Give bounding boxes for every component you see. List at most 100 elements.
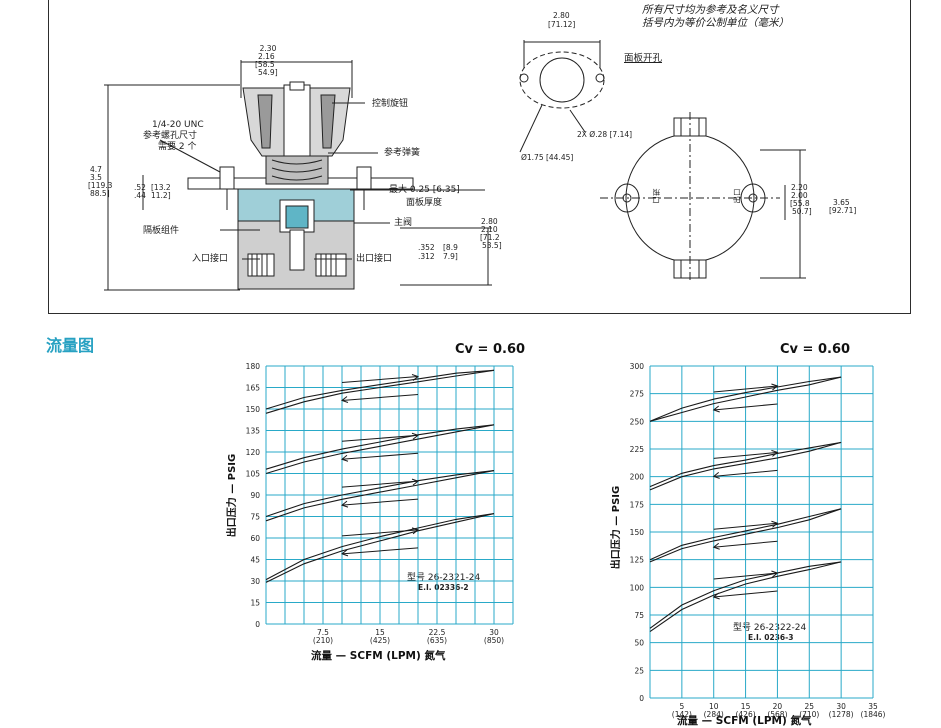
- left-ytick-label: 30: [250, 577, 260, 586]
- left-down-arrow: [340, 498, 419, 508]
- left-series-line: [265, 470, 495, 522]
- right-series-line: [649, 441, 842, 491]
- left-up-arrow: [341, 478, 420, 488]
- right-up-arrow: [713, 520, 779, 530]
- cutout-holes: 2X Ø.28 [7.14]: [577, 130, 633, 139]
- right-ytick-label: 250: [630, 417, 645, 426]
- port-dim-c: [8.9: [443, 243, 458, 252]
- right-down-arrow: [712, 540, 778, 550]
- left-xtick-metric: (850): [484, 636, 504, 645]
- port-dim-d: 7.9]: [443, 252, 458, 261]
- port-dim-b: .312: [418, 252, 435, 261]
- callout-main-valve: 主阀: [394, 218, 413, 228]
- panel-dim-a: .52: [134, 183, 146, 192]
- right-ytick-label: 175: [630, 500, 645, 509]
- right-chart-cv: Cv = 0.60: [780, 342, 851, 357]
- note-line-1: 所有尺寸均为参考及名义尺寸: [642, 4, 779, 16]
- left-down-arrow: [340, 394, 419, 403]
- right-series-line: [649, 376, 842, 422]
- left-chart-model: 型号 26-2321-24: [407, 573, 481, 583]
- panel-cutout-drawing: [519, 40, 806, 282]
- panel-dim-c: [13.2: [151, 183, 171, 192]
- left-xtick-metric: (210): [313, 636, 333, 645]
- right-ytick-label: 75: [634, 611, 644, 620]
- right-xtick-metric: (568): [767, 710, 787, 719]
- right-xtick-metric: (142): [672, 710, 692, 719]
- panel-cutout-title: 面板开孔: [624, 53, 663, 64]
- right-ytick-label: 125: [630, 556, 645, 565]
- right-chart-xlabel: 流量 — SCFM (LPM) 氮气: [677, 715, 812, 727]
- thread-note-3: 需要 2 个: [158, 142, 197, 152]
- left-series-line: [265, 369, 495, 410]
- right-series-line: [649, 508, 842, 561]
- right-ytick-label: 275: [630, 390, 645, 399]
- left-ytick-label: 60: [250, 534, 260, 543]
- section-title: 流量图: [46, 336, 95, 355]
- top-dim-d: 54.9]: [258, 68, 278, 77]
- left-xtick-metric: (635): [427, 636, 447, 645]
- left-dim-a: 4.7: [90, 165, 102, 174]
- right-xtick-metric: (1846): [861, 710, 886, 719]
- front-h-a: 2.20: [791, 183, 808, 192]
- right-down-arrow: [712, 469, 778, 479]
- front-total-b: [92.71]: [829, 206, 857, 215]
- front-total-a: 3.65: [833, 198, 850, 207]
- right-down-arrow: [712, 403, 778, 413]
- right-ytick-label: 225: [630, 445, 645, 454]
- left-ytick-label: 105: [246, 470, 261, 479]
- thread-note-1: 1/4-20 UNC: [152, 120, 204, 130]
- left-series-line: [265, 424, 495, 470]
- right-ytick-label: 25: [634, 666, 644, 675]
- left-chart-xlabel: 流量 — SCFM (LPM) 氮气: [311, 650, 446, 662]
- front-h-d: 50.7]: [792, 207, 812, 216]
- cutout-diameter: Ø1.75 [44.45]: [521, 153, 574, 162]
- left-flow-chart: 01530456075901051201351501651807.5(210)1…: [246, 362, 514, 645]
- callout-knob: 控制旋钮: [372, 99, 409, 109]
- right-flow-chart: 02550751001251501752002252502753005(142)…: [630, 362, 886, 719]
- left-up-arrow: [341, 374, 420, 383]
- callout-inlet: 入口接口: [192, 254, 229, 264]
- left-dim-c: [119.3: [88, 181, 113, 190]
- left-series-line: [265, 470, 495, 518]
- right-ytick-label: 0: [639, 694, 644, 703]
- left-ytick-label: 165: [246, 384, 261, 393]
- front-inlet-label: 进口: [651, 188, 661, 204]
- top-dim-b: 2.16: [258, 52, 275, 61]
- drawing-frame: [48, 0, 911, 314]
- left-ytick-label: 75: [250, 513, 260, 522]
- left-ytick-label: 150: [246, 405, 261, 414]
- right-series-line: [649, 441, 842, 488]
- right-ytick-label: 100: [630, 583, 645, 592]
- right-xtick-metric: (1278): [829, 710, 854, 719]
- cutout-width-b: [71.12]: [548, 20, 576, 29]
- right-up-arrow: [713, 449, 779, 459]
- top-dim-a: 2.30: [259, 44, 277, 53]
- left-ytick-label: 15: [250, 599, 260, 608]
- cutout-width-a: 2.80: [553, 11, 570, 20]
- left-dim-d: 88.5]: [90, 189, 110, 198]
- left-down-arrow: [340, 452, 419, 462]
- left-up-arrow: [341, 527, 420, 537]
- right-series-line: [649, 376, 842, 422]
- left-ytick-label: 135: [246, 427, 261, 436]
- height-dim-b: 2.10: [481, 225, 498, 234]
- right-chart-model: 型号 26-2322-24: [733, 623, 807, 633]
- right-series-line: [649, 561, 842, 629]
- right-xtick-metric: (426): [735, 710, 755, 719]
- left-xtick-metric: (425): [370, 636, 390, 645]
- left-ytick-label: 90: [250, 491, 260, 500]
- regulator-section-drawing: [104, 60, 492, 291]
- right-xtick-label: 35: [868, 702, 878, 711]
- left-ytick-label: 45: [250, 556, 260, 565]
- callout-panel-thickness: 面板厚度: [406, 198, 443, 208]
- right-xtick-label: 15: [741, 702, 751, 711]
- front-outlet-label: 出口: [732, 188, 742, 204]
- panel-dim-d: 11.2]: [151, 191, 171, 200]
- right-ytick-label: 50: [634, 639, 644, 648]
- left-ytick-label: 0: [255, 620, 260, 629]
- right-xtick-label: 25: [805, 702, 815, 711]
- left-down-arrow: [340, 547, 419, 557]
- left-xtick-label: 15: [375, 628, 385, 637]
- left-xtick-label: 30: [489, 628, 499, 637]
- left-chart-cv: Cv = 0.60: [455, 342, 526, 357]
